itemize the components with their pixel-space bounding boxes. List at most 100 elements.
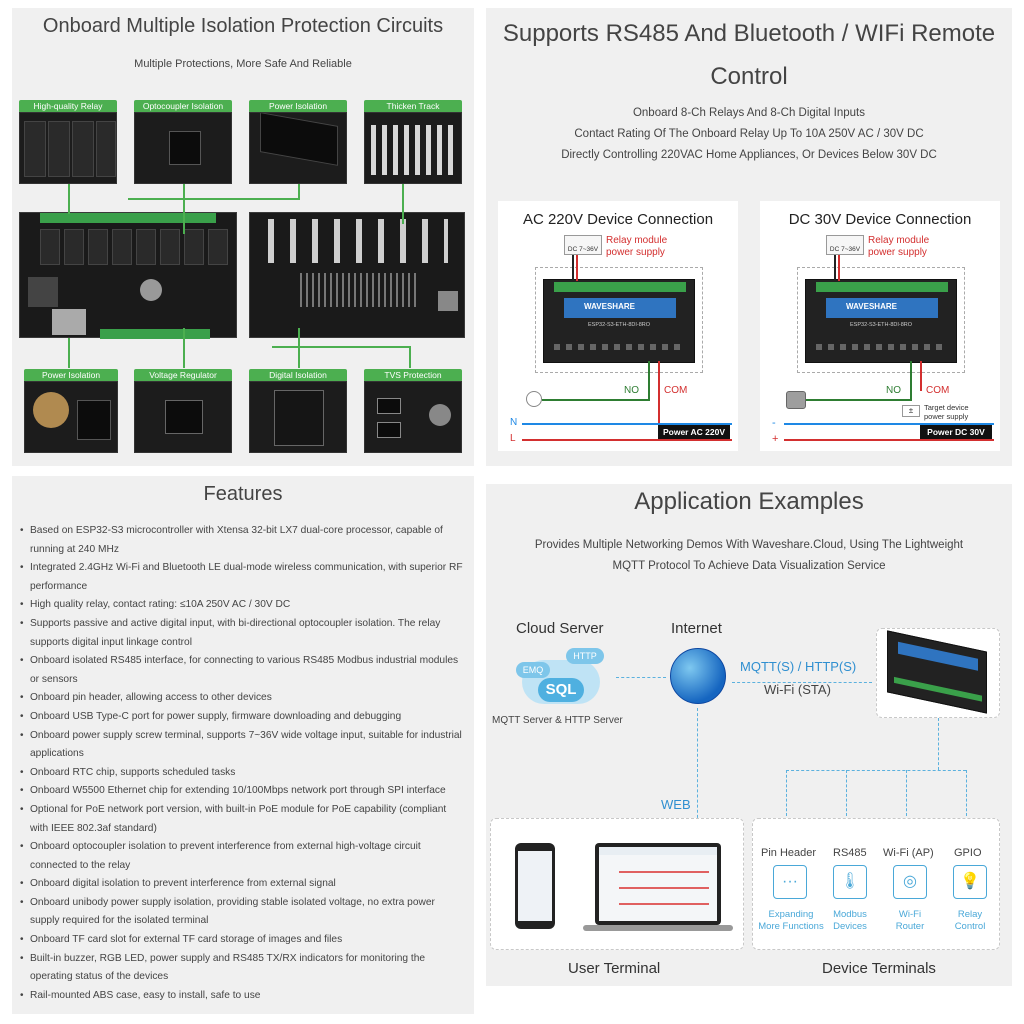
remote-line-1: Onboard 8-Ch Relays And 8-Ch Digital Inp…	[632, 107, 866, 119]
web-label: WEB	[661, 797, 691, 812]
ac-line-l	[522, 439, 732, 441]
cloud-icon: EMQ HTTP SQL	[508, 642, 608, 710]
ac-l-label: L	[510, 433, 516, 444]
ac-com-label: COM	[664, 385, 688, 396]
dc-dashed-frame	[797, 267, 965, 373]
cloud-server-sub: MQTT Server & HTTP Server	[492, 715, 623, 726]
tag-power-isolation-top: Power Isolation	[249, 100, 347, 113]
dc-wire-com	[920, 361, 922, 391]
ac-card-title: AC 220V Device Connection	[522, 211, 714, 228]
dc-no-label: NO	[886, 385, 901, 396]
tag-high-quality-relay: High-quality Relay	[19, 100, 117, 113]
photo-power-isolation	[249, 112, 347, 184]
dc-wire-valve	[804, 399, 912, 401]
isolation-panel: Onboard Multiple Isolation Protection Ci…	[12, 8, 474, 466]
user-terminal-label: User Terminal	[568, 960, 661, 977]
photo-digital-isolation	[249, 381, 347, 453]
dc-brand: WAVESHARE	[846, 302, 897, 311]
tag-voltage-regulator: Voltage Regulator	[134, 369, 232, 382]
feature-item: Integrated 2.4GHz Wi-Fi and Bluetooth LE…	[14, 559, 464, 596]
dc-target-label: Target device power supply	[924, 403, 969, 421]
remote-line-2: Contact Rating Of The Onboard Relay Up T…	[574, 128, 924, 140]
laptop-icon	[595, 843, 721, 925]
dc-wire-black	[834, 255, 836, 281]
connector-line	[128, 198, 300, 200]
terminal-label-gpio: Relay Control	[954, 909, 986, 932]
ac-dashed-frame	[535, 267, 703, 373]
features-list: Based on ESP32-S3 microcontroller with X…	[14, 522, 464, 1005]
photo-relay	[19, 112, 117, 184]
dc-connection-card: DC 30V Device Connection DC 7~36V Relay …	[760, 201, 1000, 451]
user-terminal-box	[490, 818, 744, 950]
feature-item: Onboard TF card slot for external TF car…	[14, 931, 464, 950]
apps-panel: Application Examples Provides Multiple N…	[486, 484, 1012, 986]
terminal-head-gpio: GPIO	[954, 847, 982, 859]
dc-line-minus	[784, 423, 994, 425]
phone-icon	[515, 843, 555, 929]
tag-power-isolation-bottom: Power Isolation	[24, 369, 118, 382]
pin-header-icon: ···	[773, 865, 807, 899]
board-back	[249, 212, 465, 338]
dc-relay-device: WAVESHARE ESP32-S3-ETH-8DI-8RO	[805, 279, 957, 363]
ac-relay-label: Relay module power supply	[606, 235, 668, 258]
terminal-head-rs485: RS485	[833, 847, 867, 859]
connector-line	[298, 184, 300, 198]
device-bus-drop	[906, 770, 907, 816]
isolation-title: Onboard Multiple Isolation Protection Ci…	[42, 15, 444, 37]
dc-card-title: DC 30V Device Connection	[788, 211, 972, 228]
ac-line-n	[522, 423, 732, 425]
router-icon: ◎	[893, 865, 927, 899]
feature-item: Onboard USB Type-C port for power supply…	[14, 708, 464, 727]
connector-line	[272, 346, 410, 348]
device-terminals-box: Pin Header RS485 Wi-Fi (AP) GPIO ··· 🌡 ◎…	[752, 818, 1000, 950]
ac-relay-device: WAVESHARE ESP32-S3-ETH-8DI-8RO	[543, 279, 695, 363]
device-photo-box	[876, 628, 1000, 718]
features-panel: Features Based on ESP32-S3 microcontroll…	[12, 476, 474, 1014]
feature-item: Rail-mounted ABS case, easy to install, …	[14, 987, 464, 1006]
feature-item: Based on ESP32-S3 microcontroller with X…	[14, 522, 464, 559]
dc-target-box: ±	[902, 405, 920, 417]
tag-optocoupler: Optocoupler Isolation	[134, 100, 232, 113]
emq-badge: EMQ	[516, 662, 550, 678]
dc-model: ESP32-S3-ETH-8DI-8RO	[850, 322, 913, 328]
terminal-label-wifi: Wi-Fi Router	[895, 909, 925, 932]
feature-item: Supports passive and active digital inpu…	[14, 615, 464, 652]
arrow-internet-device	[732, 682, 872, 683]
device-bus-drop	[966, 770, 967, 816]
apps-line-2: MQTT Protocol To Achieve Data Visualizat…	[612, 560, 886, 572]
connector-line	[402, 184, 404, 224]
sql-badge: SQL	[538, 678, 584, 702]
ac-no-label: NO	[624, 385, 639, 396]
terminal-label-rs485: Modbus Devices	[833, 909, 867, 932]
connector-line	[183, 328, 185, 368]
feature-item: Onboard pin header, allowing access to o…	[14, 689, 464, 708]
terminal-head-wifi: Wi-Fi (AP)	[883, 847, 934, 859]
remote-title: Supports RS485 And Bluetooth / WIFi Remo…	[502, 20, 996, 90]
dc-supply-box: DC 7~36V	[826, 235, 864, 255]
features-title: Features	[203, 483, 283, 505]
internet-title: Internet	[671, 620, 722, 637]
ac-power-label: Power AC 220V	[658, 425, 730, 439]
feature-item: Onboard power supply screw terminal, sup…	[14, 727, 464, 764]
feature-item: Onboard optocoupler isolation to prevent…	[14, 838, 464, 875]
ac-model: ESP32-S3-ETH-8DI-8RO	[588, 322, 651, 328]
mqtt-label: MQTT(S) / HTTP(S)	[740, 659, 857, 674]
apps-line-1: Provides Multiple Networking Demos With …	[534, 539, 964, 551]
dc-minus-label: -	[772, 417, 776, 429]
ac-supply-box: DC 7~36V	[564, 235, 602, 255]
wifi-sta-label: Wi-Fi (STA)	[764, 682, 831, 697]
feature-item: Optional for PoE network port version, w…	[14, 801, 464, 838]
remote-line-3: Directly Controlling 220VAC Home Applian…	[561, 149, 937, 161]
ac-wire-black	[572, 255, 574, 281]
photo-tvs	[364, 381, 462, 453]
feature-item: Onboard isolated RS485 interface, for co…	[14, 652, 464, 689]
ac-n-label: N	[510, 417, 518, 428]
device-terminals-label: Device Terminals	[822, 960, 936, 977]
connector-line	[183, 184, 185, 234]
feature-item: Onboard W5500 Ethernet chip for extendin…	[14, 782, 464, 801]
photo-thick-track	[364, 112, 462, 184]
remote-panel: Supports RS485 And Bluetooth / WIFi Remo…	[486, 8, 1012, 466]
board-front	[19, 212, 237, 339]
ac-wire-red	[576, 255, 578, 281]
photo-optocoupler	[134, 112, 232, 184]
